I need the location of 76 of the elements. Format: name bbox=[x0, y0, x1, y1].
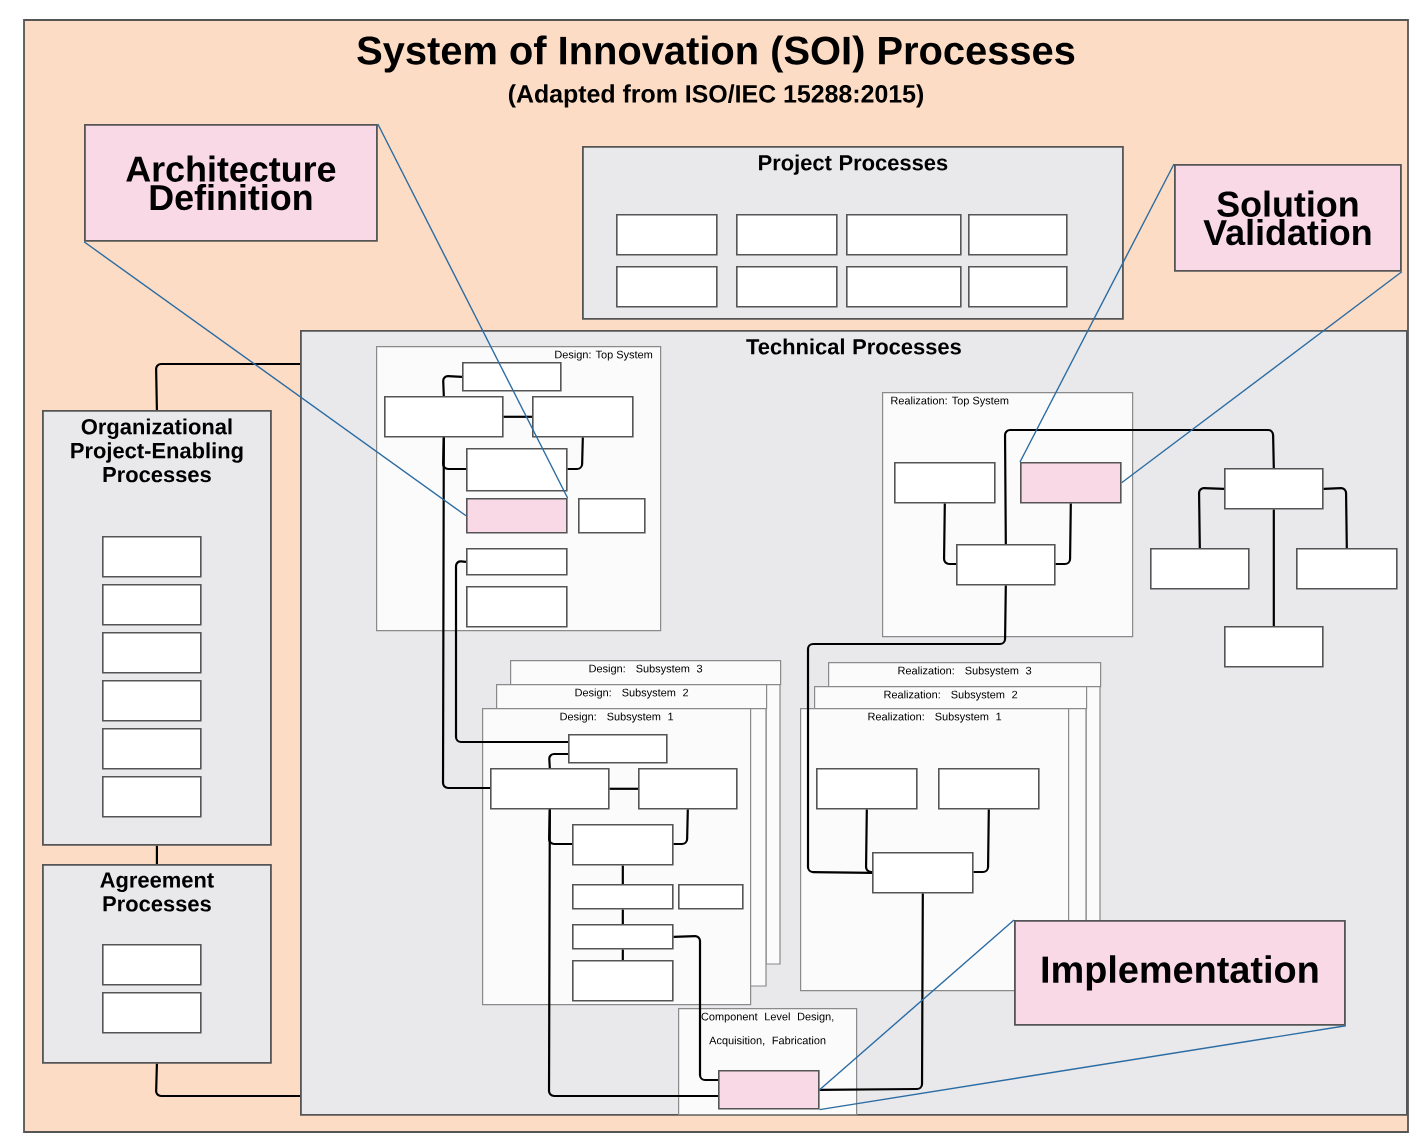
connector-line bbox=[441, 437, 490, 790]
connector-line bbox=[621, 949, 624, 960]
connector-line bbox=[548, 752, 568, 769]
process-box bbox=[466, 448, 568, 492]
process-box bbox=[846, 214, 962, 256]
process-box bbox=[1224, 626, 1324, 668]
connector-line bbox=[1003, 428, 1275, 544]
process-box bbox=[466, 586, 568, 628]
connector-line bbox=[1272, 509, 1275, 626]
process-box bbox=[572, 960, 674, 1002]
process-box bbox=[736, 214, 838, 256]
process-box bbox=[638, 768, 738, 810]
process-box bbox=[956, 544, 1056, 586]
connector-line bbox=[673, 809, 689, 846]
process-box bbox=[616, 214, 718, 256]
process-box bbox=[102, 728, 202, 770]
process-box bbox=[1296, 548, 1398, 590]
process-box bbox=[102, 776, 202, 818]
callout-box: Solution Validation bbox=[1174, 164, 1402, 272]
leader-line bbox=[818, 1025, 1347, 1111]
process-box bbox=[102, 944, 202, 986]
process-box bbox=[102, 536, 202, 578]
callout-box: Architecture Definition bbox=[84, 124, 378, 242]
process-box bbox=[1150, 548, 1250, 590]
title: System of Innovation (SOI) Processes bbox=[357, 35, 1075, 73]
process-box bbox=[578, 498, 646, 534]
process-box bbox=[872, 852, 974, 894]
process-box bbox=[572, 824, 674, 866]
process-box bbox=[616, 266, 718, 308]
connector-line bbox=[943, 503, 956, 566]
process-box bbox=[572, 924, 674, 950]
connector-line bbox=[621, 865, 624, 884]
leader-line bbox=[83, 241, 467, 517]
process-box bbox=[816, 768, 918, 810]
connector-line bbox=[621, 909, 624, 924]
connector-line bbox=[819, 893, 924, 1091]
process-box bbox=[102, 992, 202, 1034]
connector-line bbox=[864, 809, 873, 874]
leader-line bbox=[1019, 163, 1175, 463]
leader-line bbox=[818, 919, 1015, 1091]
connector-line bbox=[1055, 503, 1072, 566]
highlighted-process-box bbox=[466, 498, 568, 534]
connector-line bbox=[609, 787, 638, 790]
connector-line bbox=[973, 809, 990, 874]
connector-line bbox=[454, 560, 568, 744]
highlighted-process-box bbox=[1020, 462, 1122, 504]
process-box bbox=[568, 734, 668, 764]
process-box bbox=[462, 362, 562, 392]
connector-line bbox=[547, 809, 718, 1098]
process-box bbox=[894, 462, 996, 504]
process-box bbox=[102, 680, 202, 722]
process-box bbox=[968, 214, 1068, 256]
process-box bbox=[572, 884, 674, 910]
connector-line bbox=[503, 415, 532, 418]
highlighted-process-box bbox=[718, 1070, 820, 1110]
process-box bbox=[968, 266, 1068, 308]
connector-line bbox=[155, 845, 158, 864]
process-box bbox=[490, 768, 610, 810]
process-box bbox=[532, 396, 634, 438]
process-box bbox=[678, 884, 744, 910]
connector-line bbox=[567, 437, 584, 471]
callout-box: Implementation bbox=[1014, 920, 1346, 1026]
process-box bbox=[466, 548, 568, 576]
connector-line bbox=[442, 375, 463, 397]
subtitle: (Adapted from ISO/IEC 15288:2015) bbox=[508, 84, 924, 108]
process-box bbox=[736, 266, 838, 308]
connector-line bbox=[155, 1063, 300, 1098]
process-box bbox=[938, 768, 1040, 810]
process-box bbox=[846, 266, 962, 308]
process-box bbox=[1224, 468, 1324, 510]
connector-line bbox=[155, 362, 300, 410]
leader-line bbox=[377, 123, 569, 499]
process-box bbox=[102, 584, 202, 626]
connector-line bbox=[806, 585, 1007, 874]
process-box bbox=[384, 396, 504, 438]
process-box bbox=[102, 632, 202, 674]
